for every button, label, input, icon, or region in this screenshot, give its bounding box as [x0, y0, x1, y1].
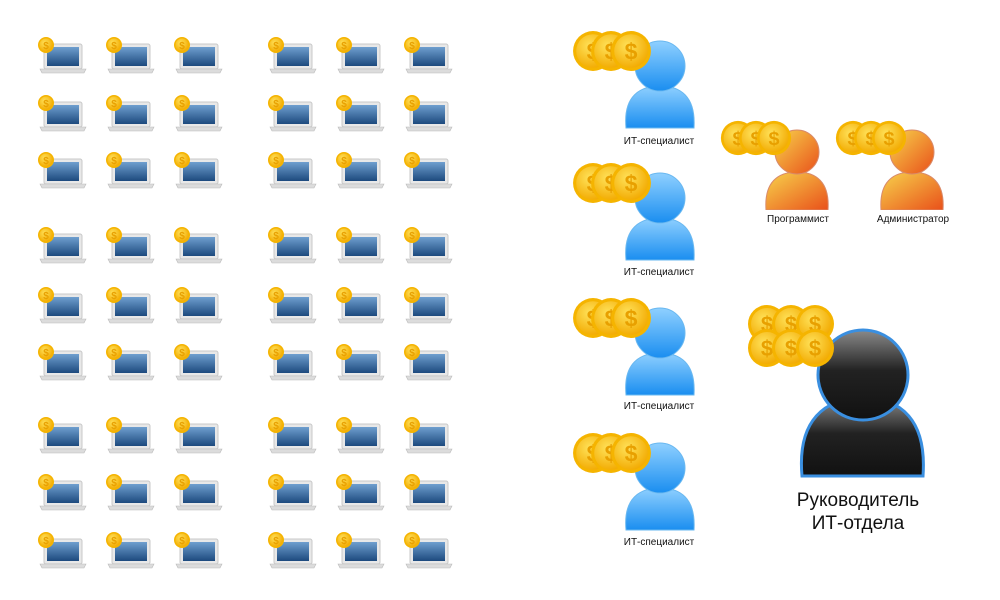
laptop-with-coin-icon	[172, 473, 224, 513]
laptop-with-coin-icon	[36, 416, 88, 456]
laptop-with-coin-icon	[172, 151, 224, 191]
laptop-with-coin-icon	[104, 286, 156, 326]
laptop-with-coin-icon	[334, 531, 386, 571]
laptop-with-coin-icon	[36, 151, 88, 191]
laptop-with-coin-icon	[172, 416, 224, 456]
laptop-with-coin-icon	[402, 36, 454, 76]
manager-label: Руководитель ИТ-отдела	[797, 489, 919, 535]
laptop-with-coin-icon	[334, 226, 386, 266]
laptop-with-coin-icon	[266, 473, 318, 513]
laptop-with-coin-icon	[266, 151, 318, 191]
laptop-with-coin-icon	[266, 531, 318, 571]
laptop-with-coin-icon	[172, 226, 224, 266]
laptop-with-coin-icon	[266, 36, 318, 76]
laptop-with-coin-icon	[36, 36, 88, 76]
laptop-with-coin-icon	[104, 473, 156, 513]
administrator-label: Администратор	[876, 214, 950, 225]
laptop-with-coin-icon	[104, 226, 156, 266]
laptop-with-coin-icon	[334, 286, 386, 326]
laptop-with-coin-icon	[266, 343, 318, 383]
laptop-with-coin-icon	[334, 343, 386, 383]
laptop-with-coin-icon	[402, 531, 454, 571]
laptop-with-coin-icon	[36, 226, 88, 266]
laptop-with-coin-icon	[402, 94, 454, 134]
laptop-with-coin-icon	[334, 473, 386, 513]
laptop-with-coin-icon	[104, 36, 156, 76]
laptop-with-coin-icon	[334, 36, 386, 76]
it-specialist-label: ИТ-специалист	[623, 401, 695, 412]
laptop-with-coin-icon	[266, 416, 318, 456]
laptop-with-coin-icon	[402, 343, 454, 383]
it-specialist-label: ИТ-специалист	[623, 267, 695, 278]
manager-label-line2: ИТ-отдела	[811, 513, 905, 534]
laptop-with-coin-icon	[104, 94, 156, 134]
laptop-with-coin-icon	[104, 531, 156, 571]
laptop-with-coin-icon	[172, 531, 224, 571]
laptop-with-coin-icon	[402, 151, 454, 191]
it-specialist-person-icon	[573, 298, 695, 396]
laptop-with-coin-icon	[172, 36, 224, 76]
laptop-with-coin-icon	[36, 286, 88, 326]
it-specialist-person-icon	[573, 31, 695, 129]
programmer-label: Программист	[767, 214, 829, 225]
laptop-with-coin-icon	[104, 416, 156, 456]
laptop-with-coin-icon	[172, 343, 224, 383]
programmer-person-icon	[720, 120, 829, 210]
it-specialist-label: ИТ-специалист	[623, 537, 695, 548]
laptop-with-coin-icon	[172, 286, 224, 326]
manager-label-line1: Руководитель	[796, 490, 920, 511]
laptop-with-coin-icon	[36, 473, 88, 513]
manager-person-icon	[748, 305, 925, 478]
administrator-person-icon	[835, 120, 944, 210]
laptop-with-coin-icon	[334, 151, 386, 191]
laptop-with-coin-icon	[104, 151, 156, 191]
laptop-with-coin-icon	[36, 343, 88, 383]
laptop-with-coin-icon	[36, 531, 88, 571]
laptop-with-coin-icon	[172, 94, 224, 134]
laptop-with-coin-icon	[402, 473, 454, 513]
laptop-with-coin-icon	[402, 416, 454, 456]
laptop-with-coin-icon	[402, 286, 454, 326]
laptop-with-coin-icon	[334, 94, 386, 134]
it-specialist-person-icon	[573, 433, 695, 531]
laptop-with-coin-icon	[266, 226, 318, 266]
laptop-with-coin-icon	[266, 94, 318, 134]
laptop-with-coin-icon	[36, 94, 88, 134]
laptop-with-coin-icon	[266, 286, 318, 326]
it-specialist-label: ИТ-специалист	[623, 136, 695, 147]
it-specialist-person-icon	[573, 163, 695, 261]
laptop-with-coin-icon	[402, 226, 454, 266]
laptop-with-coin-icon	[334, 416, 386, 456]
laptop-with-coin-icon	[104, 343, 156, 383]
